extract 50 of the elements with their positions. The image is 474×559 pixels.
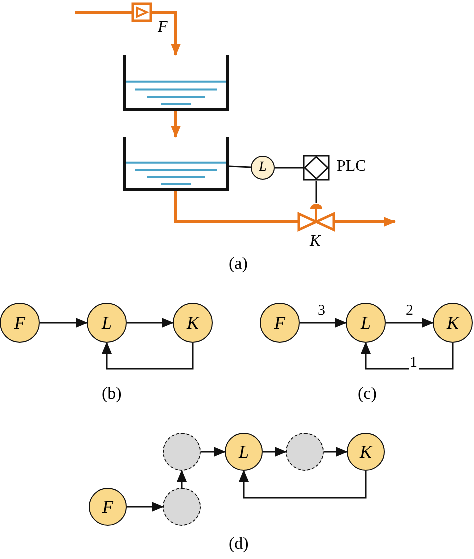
panel-label: (c) [358, 385, 377, 402]
arrow [102, 342, 194, 370]
panel-label: (b) [102, 385, 122, 402]
edge-label: 1 [409, 356, 418, 371]
placeholder-circle [286, 433, 324, 471]
variable-label: L [238, 443, 249, 461]
variable-label: F [158, 20, 168, 36]
controller-label: PLC [337, 159, 366, 175]
arrow [201, 447, 226, 457]
variable-label: K [446, 314, 459, 332]
variable-label: F [102, 498, 114, 516]
placeholder-circle [163, 488, 201, 526]
node-circle [346, 303, 386, 343]
connector-line [75, 11, 132, 14]
variable-label: K [310, 234, 321, 250]
arrow [263, 447, 287, 457]
variable-label: F [14, 314, 26, 332]
arrow [324, 447, 348, 457]
connector-line [275, 167, 303, 169]
arrow [40, 318, 88, 328]
panel-label: (d) [229, 535, 249, 552]
node-circle [347, 433, 385, 471]
node-circle [225, 433, 263, 471]
arrow [239, 470, 367, 499]
node-circle [89, 488, 127, 526]
node-circle [173, 303, 213, 343]
variable-label: F [274, 314, 286, 332]
node-circle [433, 303, 473, 343]
node-circle [0, 303, 40, 343]
node-circle [260, 303, 300, 343]
placeholder-circle [163, 433, 201, 471]
variable-label: K [360, 443, 372, 461]
arrow [127, 318, 174, 328]
arrow [127, 502, 164, 512]
arrow [335, 217, 396, 227]
node-circle [87, 303, 127, 343]
arrow [171, 111, 181, 138]
arrow [177, 470, 187, 488]
connector-line [174, 191, 298, 224]
arrow [386, 318, 434, 328]
panel-label: (a) [229, 255, 248, 272]
variable-label: L [102, 314, 112, 332]
variable-label: L [259, 161, 267, 175]
arrow [361, 342, 454, 370]
connector-line [316, 181, 318, 203]
connector-line [228, 166, 252, 168]
variable-label: L [360, 314, 371, 332]
arrow [300, 318, 347, 328]
variable-label: K [186, 314, 199, 332]
level-sensor-circle [251, 156, 275, 180]
